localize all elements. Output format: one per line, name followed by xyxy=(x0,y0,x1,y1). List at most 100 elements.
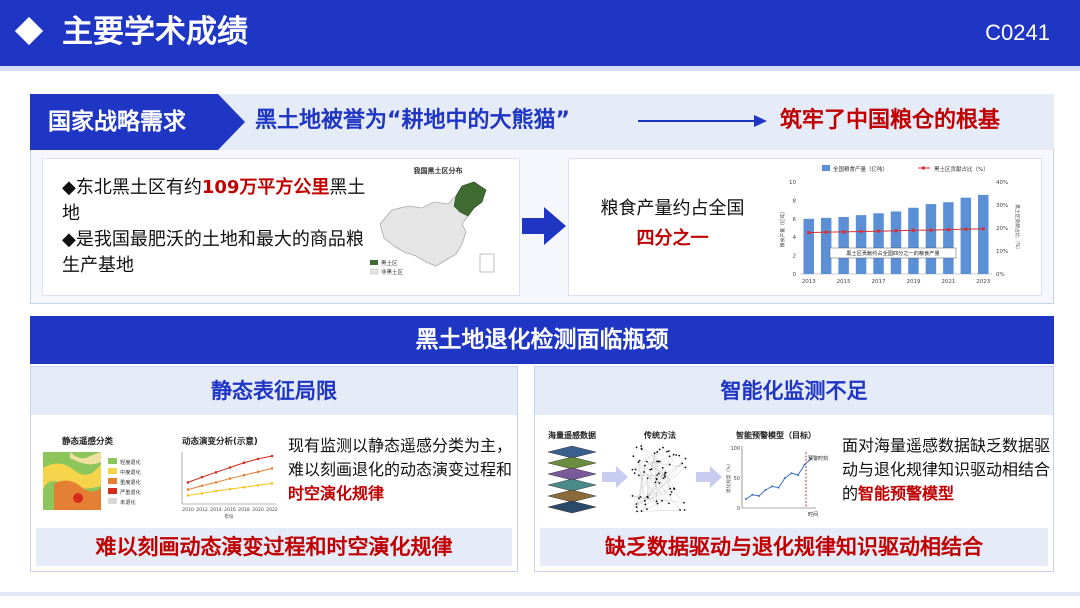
black-soil-region xyxy=(453,181,487,217)
line-point xyxy=(877,229,881,233)
scatter-point xyxy=(638,459,641,462)
y-tick-right: 30% xyxy=(996,203,1008,209)
scatter-point xyxy=(638,497,640,500)
x-tick-label: 2019 xyxy=(906,279,920,285)
legend-label: 中度退化 xyxy=(120,468,141,476)
scatter-point xyxy=(655,500,658,503)
legend-label: 未退化 xyxy=(120,498,136,506)
scatter-point xyxy=(656,502,659,505)
classification-map xyxy=(43,452,101,510)
trend-point xyxy=(186,488,190,491)
footer-line xyxy=(0,592,1080,596)
warning-time-label: 预警时刻 xyxy=(808,455,828,462)
x-tick-label: 2015 xyxy=(837,279,851,285)
slide-code: C0241 xyxy=(985,20,1050,45)
trend-point xyxy=(200,484,204,488)
scatter-point xyxy=(635,503,638,505)
legend-marker-contribution xyxy=(922,166,925,170)
scatter-point xyxy=(664,471,667,474)
flow-arrow-icon xyxy=(696,466,722,488)
year-tick: 2014 xyxy=(210,507,222,513)
scatter-point xyxy=(669,487,672,490)
bottleneck-banner: 黑土地退化检测面临瓶颈 xyxy=(30,316,1054,364)
warning-y-tick: 50 xyxy=(734,476,740,482)
black-soil-map: 我国黑土区分布 黑土区 非黑土区 xyxy=(370,166,495,276)
scatter-point xyxy=(661,466,664,469)
scatter-point xyxy=(663,476,666,478)
bar xyxy=(803,218,814,274)
monitoring-figure: 海量遥感数据 传统方法 智能预警模型（目标） 050100退化程度（%）预警时刻… xyxy=(547,430,828,518)
scatter-point xyxy=(662,477,665,480)
map-inset xyxy=(479,253,495,273)
y-tick-right: 0% xyxy=(996,272,1005,278)
data-layer xyxy=(547,489,597,503)
scatter-point xyxy=(636,510,638,513)
year-tick: 2016 xyxy=(224,507,236,513)
scatter-point xyxy=(672,453,675,456)
scatter-link xyxy=(665,472,671,489)
scatter-link xyxy=(637,509,685,512)
scatter-point xyxy=(669,493,672,496)
scatter-point xyxy=(656,451,659,453)
warning-trend-point xyxy=(784,477,786,479)
legend-swatch xyxy=(108,468,117,474)
scatter-point xyxy=(658,448,661,451)
warning-y-tick: 0 xyxy=(737,506,740,512)
trend-point xyxy=(242,473,246,477)
x-tick-label: 2021 xyxy=(941,279,955,285)
remote-sensing-stack xyxy=(547,445,597,514)
line-point xyxy=(859,229,863,233)
line-point xyxy=(894,229,898,233)
scatter-link xyxy=(641,445,659,462)
scatter-link xyxy=(632,451,658,470)
legend-swatch-other xyxy=(370,268,379,275)
static-limit-highlight: 时空演化规律 xyxy=(288,484,385,503)
fact-1-prefix: ◆东北黑土区有约 xyxy=(62,177,202,198)
warning-trend-point xyxy=(803,463,806,466)
scatter-point xyxy=(644,503,647,506)
scatter-link xyxy=(647,482,656,497)
scatter-point xyxy=(678,454,681,457)
scatter-point xyxy=(640,447,643,450)
line-point xyxy=(911,228,915,232)
scatter-point xyxy=(646,477,649,480)
y-tick-left: 0 xyxy=(793,272,797,278)
year-tick: 2010 xyxy=(182,507,194,513)
year-tick: 2012 xyxy=(196,507,208,513)
legend-black-soil: 黑土区 xyxy=(381,259,398,267)
scatter-point xyxy=(683,509,686,511)
line-point xyxy=(929,228,933,232)
trend-point xyxy=(214,481,218,484)
fact-1-suffix: 黑土地 xyxy=(62,177,366,224)
data-layer xyxy=(547,467,597,481)
warning-trend-line xyxy=(745,458,812,500)
scatter-link xyxy=(638,462,646,505)
scatter-link xyxy=(635,456,670,470)
line-point xyxy=(824,230,828,234)
scatter-link xyxy=(636,458,686,508)
year-tick: 2022 xyxy=(266,507,278,513)
legend-swatch xyxy=(108,498,117,504)
trend-point xyxy=(214,471,218,474)
fact-2: ◆是我国最肥沃的土地和最大的商品粮生产基地 xyxy=(62,229,364,276)
strategy-result: 筑牢了中国粮仓的根基 xyxy=(780,108,1001,133)
trend-point xyxy=(228,487,232,491)
y-tick-right: 40% xyxy=(996,180,1008,186)
trend-point xyxy=(214,489,218,493)
trend-point xyxy=(256,457,260,461)
warning-trend-point xyxy=(797,474,799,476)
scatter-point xyxy=(649,468,652,471)
scatter-point xyxy=(684,457,687,460)
trend-point xyxy=(256,483,260,487)
scatter-point xyxy=(668,463,671,466)
bar xyxy=(820,217,832,274)
scatter-point xyxy=(670,491,673,493)
scatter-point xyxy=(681,462,684,465)
scatter-point xyxy=(650,468,653,471)
legend-label: 轻度退化 xyxy=(120,458,141,466)
legend-swatch-black-soil xyxy=(370,260,378,265)
y-tick-right: 10% xyxy=(996,249,1008,255)
intelligent-gap-title: 智能化监测不足 xyxy=(535,367,1053,415)
y-tick-left: 2 xyxy=(793,254,797,260)
warning-trend-point xyxy=(764,489,767,491)
